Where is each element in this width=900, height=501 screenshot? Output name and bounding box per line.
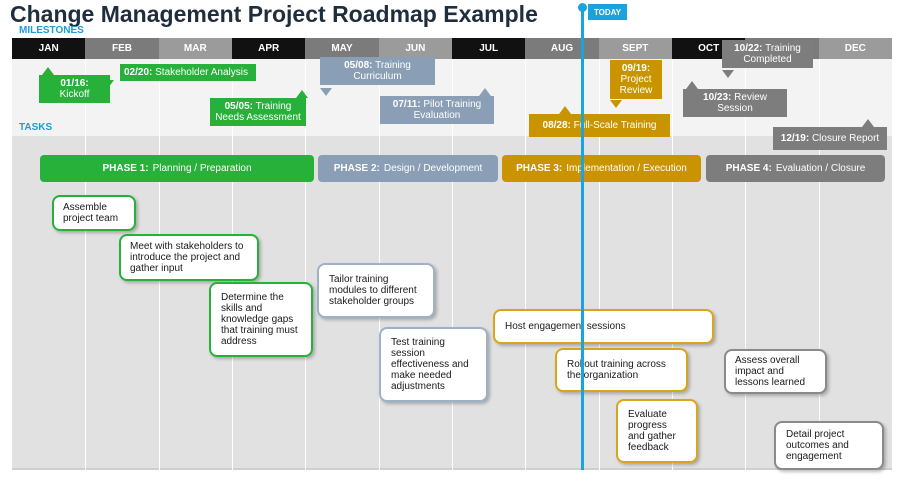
phase-text: Evaluation / Closure (775, 163, 866, 174)
tasks-label: TASKS (19, 122, 53, 133)
milestone-pointer (320, 88, 332, 96)
month-feb: FEB (85, 38, 159, 59)
month-sept: SEPT (598, 38, 672, 59)
today-label: TODAY (588, 4, 627, 20)
milestone-date: 12/19: (780, 133, 810, 144)
task-card[interactable]: Assess overall impact and lessons learne… (724, 349, 827, 394)
milestone-date: 10/22: (734, 43, 763, 54)
phase-label: PHASE 3: (516, 163, 563, 174)
month-gridline (305, 59, 307, 470)
milestone-pointer (479, 88, 491, 96)
milestone-text: Training Completed (743, 43, 801, 65)
month-jun: JUN (378, 38, 452, 59)
milestone-text: Training Needs Assessment (215, 101, 301, 123)
milestone-training-completed[interactable]: 10/22: Training Completed (722, 40, 813, 68)
task-card[interactable]: Meet with stakeholders to introduce the … (119, 234, 259, 281)
milestone-date: 08/28: (542, 120, 571, 131)
milestone-stakeholder-analysis[interactable]: 02/20: Stakeholder Analysis (120, 64, 256, 81)
phase-4-bar[interactable]: PHASE 4: Evaluation / Closure (706, 155, 885, 182)
phase-label: PHASE 1: (102, 163, 149, 174)
milestone-training-curriculum[interactable]: 05/08: Training Curriculum (320, 57, 435, 85)
month-jul: JUL (452, 38, 526, 59)
milestone-date: 09/19: (621, 63, 651, 74)
phase-text: Planning / Preparation (152, 163, 252, 174)
milestone-date: 01/16: (60, 78, 89, 89)
month-gridline (452, 59, 453, 470)
month-aug: AUG (525, 38, 599, 59)
milestone-date: 02/20: (124, 67, 153, 78)
month-may: MAY (305, 38, 379, 59)
phase-1-bar[interactable]: PHASE 1: Planning / Preparation (40, 155, 314, 182)
milestone-date: 07/11: (392, 99, 421, 110)
phase-text: Implementation / Execution (566, 163, 687, 174)
month-gridline (672, 59, 673, 470)
milestone-project-review[interactable]: 09/19: Project Review (610, 60, 662, 99)
milestone-pointer (722, 70, 734, 78)
milestone-closure-report[interactable]: 12/19: Closure Report (773, 127, 887, 150)
milestone-text: Project Review (619, 74, 653, 96)
milestone-text: Training Curriculum (353, 60, 411, 82)
month-mar: MAR (158, 38, 232, 59)
phase-label: PHASE 4: (725, 163, 772, 174)
month-gridline (745, 59, 747, 470)
phase-3-bar[interactable]: PHASE 3: Implementation / Execution (502, 155, 701, 182)
phase-label: PHASE 2: (333, 163, 380, 174)
milestone-text: Full-Scale Training (573, 120, 657, 131)
milestone-pointer (559, 106, 571, 114)
task-card[interactable]: Tailor training modules to different sta… (317, 263, 435, 318)
milestone-date: 05/08: (344, 60, 373, 71)
milestone-pointer (862, 119, 874, 127)
task-card[interactable]: Evaluate progress and gather feedback (616, 399, 698, 463)
milestone-training-needs[interactable]: 05/05: Training Needs Assessment (210, 98, 306, 126)
milestones-label: MILESTONES (19, 25, 84, 36)
month-dec: DEC (818, 38, 892, 59)
milestone-text: Pilot Training Evaluation (413, 99, 482, 121)
task-card[interactable]: Detail project outcomes and engagement (774, 421, 884, 470)
milestone-text: Closure Report (811, 133, 880, 144)
month-gridline (598, 59, 600, 470)
milestone-pointer (296, 90, 308, 98)
milestone-text: Kickoff (59, 89, 90, 100)
month-jan: JAN (12, 38, 86, 59)
today-line (581, 6, 584, 470)
milestone-full-scale-training[interactable]: 08/28: Full-Scale Training (529, 114, 670, 137)
month-gridline (85, 59, 87, 470)
task-card[interactable]: Determine the skills and knowledge gaps … (209, 282, 313, 357)
milestone-text: Review Session (717, 92, 767, 114)
milestone-date: 05/05: (224, 101, 253, 112)
milestone-pilot-training[interactable]: 07/11: Pilot Training Evaluation (380, 96, 494, 124)
task-card[interactable]: Rollout training across the organization (555, 348, 688, 392)
milestone-review-session[interactable]: 10/23: Review Session (683, 89, 787, 117)
phase-2-bar[interactable]: PHASE 2: Design / Development (318, 155, 498, 182)
task-card[interactable]: Test training session effectiveness and … (379, 327, 488, 402)
milestone-pointer (102, 80, 114, 88)
milestone-kickoff[interactable]: 01/16: Kickoff (39, 75, 110, 103)
month-apr: APR (232, 38, 306, 59)
milestone-pointer (686, 81, 698, 89)
page-title: Change Management Project Roadmap Exampl… (10, 1, 538, 27)
today-marker-dot (578, 3, 587, 12)
month-gridline (818, 59, 820, 470)
task-card[interactable]: Host engagement sessions (493, 309, 714, 344)
milestone-pointer (42, 67, 54, 75)
phase-text: Design / Development (383, 163, 483, 174)
milestone-date: 10/23: (703, 92, 732, 103)
task-card[interactable]: Assemble project team (52, 195, 136, 231)
month-gridline (525, 59, 527, 470)
milestone-pointer (610, 100, 622, 108)
milestone-text: Stakeholder Analysis (155, 67, 248, 78)
